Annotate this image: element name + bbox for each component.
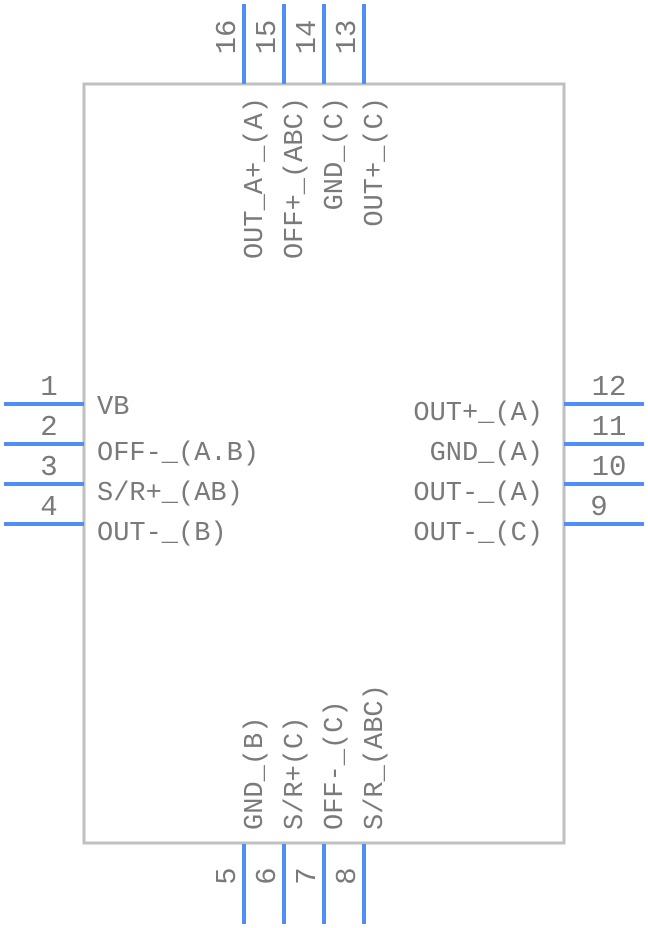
pin-5: 5 GND_(B)	[211, 717, 271, 924]
pin-6-name: S/R+(C)	[281, 717, 311, 830]
pin-7-name: OFF-_(C)	[321, 700, 351, 830]
pin-2-number: 2	[40, 411, 57, 444]
pin-16-number: 16	[211, 20, 244, 55]
pin-11: 11 GND_(A)	[430, 411, 644, 469]
pin-16: 16 OUT_A+_(A)	[211, 4, 271, 259]
pin-3-number: 3	[40, 451, 57, 484]
pin-6-number: 6	[251, 867, 284, 884]
pin-14-number: 14	[291, 20, 324, 55]
pin-12-name: OUT+_(A)	[413, 399, 543, 429]
pin-2-name: OFF-_(A.B)	[97, 439, 259, 469]
pin-13-number: 13	[331, 20, 364, 55]
pin-5-name: GND_(B)	[241, 717, 271, 830]
pin-10: 10 OUT-_(A)	[413, 451, 644, 509]
pin-15-name: OFF+_(ABC)	[281, 97, 311, 259]
pin-11-name: GND_(A)	[430, 439, 543, 469]
pin-14-name: GND_(C)	[321, 97, 351, 210]
pin-9: 9 OUT-_(C)	[413, 491, 644, 549]
pin-9-number: 9	[590, 491, 607, 524]
pin-11-number: 11	[592, 411, 627, 444]
pin-6: 6 S/R+(C)	[251, 717, 311, 924]
pin-3-name: S/R+_(AB)	[97, 479, 243, 509]
pin-12: 12 OUT+_(A)	[413, 371, 644, 429]
pin-10-number: 10	[592, 451, 627, 484]
pin-1-name: VB	[97, 393, 129, 423]
pin-10-name: OUT-_(A)	[413, 479, 543, 509]
pin-4-name: OUT-_(B)	[97, 519, 227, 549]
pin-12-number: 12	[592, 371, 627, 404]
pin-15-number: 15	[251, 20, 284, 55]
pin-9-name: OUT-_(C)	[413, 519, 543, 549]
pin-7-number: 7	[291, 867, 324, 884]
pin-1: 1 VB	[4, 371, 129, 423]
pin-13: 13 OUT+_(C)	[331, 4, 391, 227]
pin-15: 15 OFF+_(ABC)	[251, 4, 311, 259]
pin-1-number: 1	[40, 371, 57, 404]
pin-7: 7 OFF-_(C)	[291, 700, 351, 924]
pin-5-number: 5	[211, 867, 244, 884]
pin-16-name: OUT_A+_(A)	[241, 97, 271, 259]
pin-2: 2 OFF-_(A.B)	[4, 411, 259, 469]
pin-13-name: OUT+_(C)	[361, 97, 391, 227]
pin-3: 3 S/R+_(AB)	[4, 451, 243, 509]
pin-4: 4 OUT-_(B)	[4, 491, 227, 549]
pin-4-number: 4	[40, 491, 57, 524]
pin-14: 14 GND_(C)	[291, 4, 351, 210]
pin-8-number: 8	[331, 867, 364, 884]
pin-8-name: S/R_(ABC)	[361, 684, 391, 830]
pin-8: 8 S/R_(ABC)	[331, 684, 391, 924]
